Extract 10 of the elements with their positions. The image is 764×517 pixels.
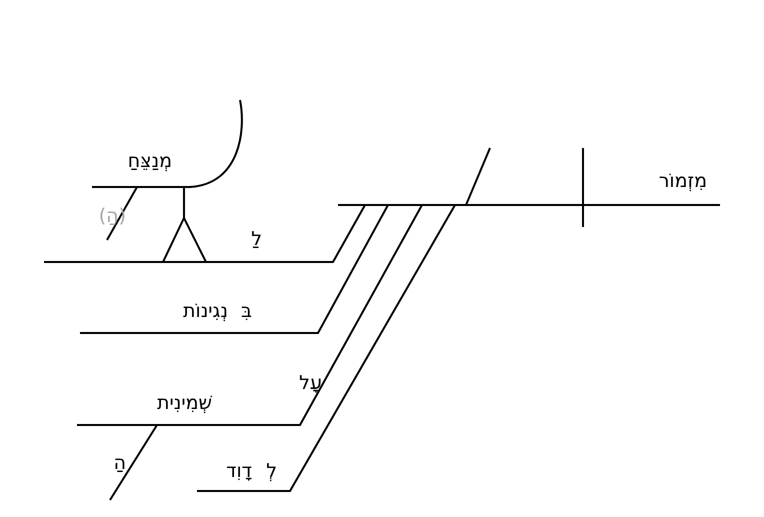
diagram-word: שְׁמִינִית bbox=[157, 392, 212, 415]
diagram-word: בִּ bbox=[241, 300, 252, 323]
diagram-word: עָל bbox=[299, 372, 322, 395]
diagram-word: מִזְמוֹר bbox=[658, 170, 707, 193]
diagram-word: מְנַצֵּחַ bbox=[128, 150, 172, 173]
diagram-word: הַ bbox=[114, 452, 126, 475]
diagram-word: נְגִינוֹת bbox=[183, 300, 228, 323]
diagram-word: לַ bbox=[251, 228, 262, 251]
diagram-word: לְ bbox=[266, 460, 277, 483]
diagram-word: דָוִד bbox=[226, 460, 252, 483]
